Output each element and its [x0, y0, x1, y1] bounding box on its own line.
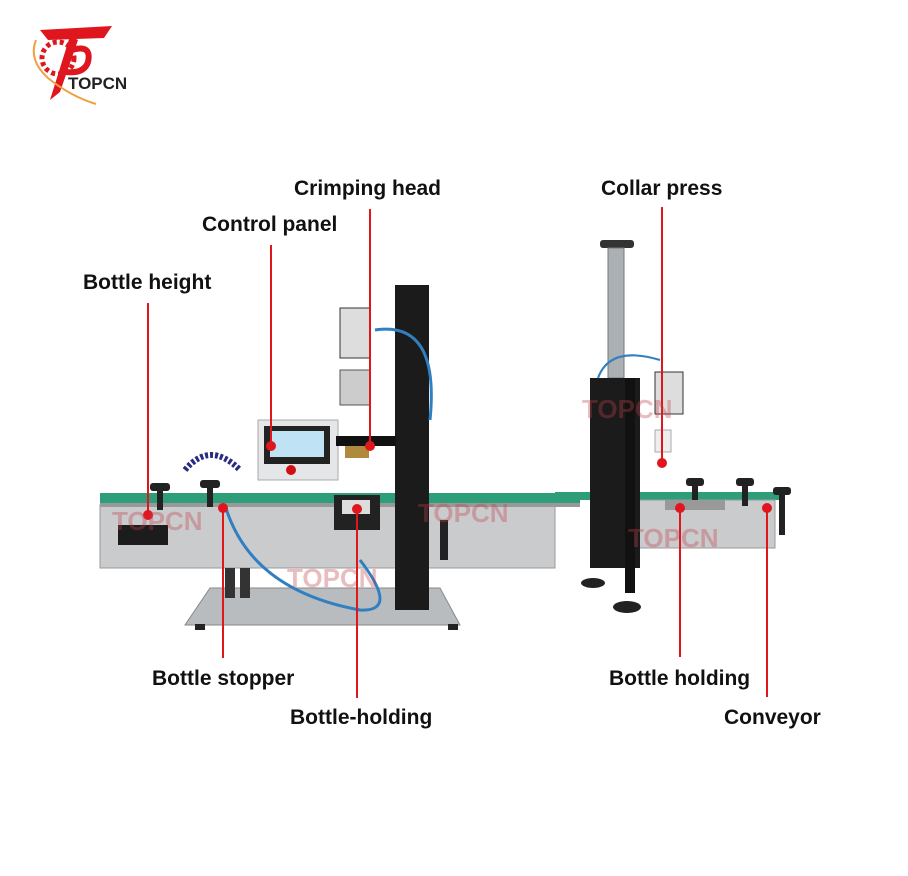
callout-lines — [143, 207, 772, 698]
label-collar-press: Collar press — [601, 177, 723, 200]
watermark: TOPCN — [628, 523, 719, 553]
logo-text: TOPCN — [68, 74, 128, 93]
label-bottle-holding-right: Bottle holding — [609, 667, 751, 690]
label-crimping-head: Crimping head — [294, 177, 442, 200]
watermark: TOPCN — [418, 498, 509, 528]
watermark: TOPCN — [582, 394, 673, 424]
label-bottle-stopper: Bottle stopper — [152, 667, 295, 690]
label-bottle-holding-left: Bottle-holding — [290, 706, 433, 729]
watermark: TOPCN — [112, 506, 203, 536]
label-control-panel: Control panel — [202, 213, 338, 236]
logo-mark-icon — [32, 26, 112, 105]
label-conveyor: Conveyor — [724, 706, 821, 729]
watermark: TOPCN — [287, 563, 378, 593]
label-bottle-height: Bottle height — [83, 271, 212, 294]
